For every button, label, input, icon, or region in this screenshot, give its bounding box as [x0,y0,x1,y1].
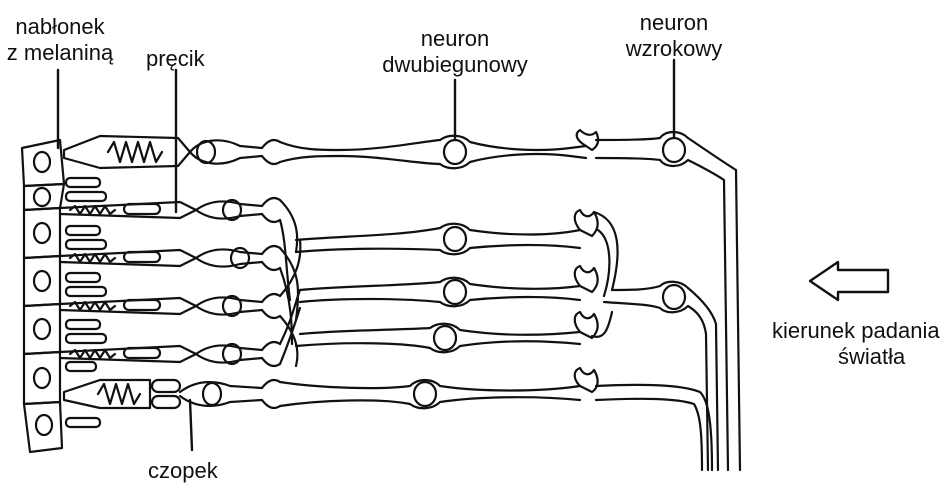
synapse-lines [278,198,302,368]
label-bipolar-neuron: neuron dwubiegunowy [360,26,550,78]
label-bipolar-neuron-line1: neuron [420,26,490,51]
ganglion-synapses [573,128,619,394]
light-direction-arrow-icon [808,260,890,302]
label-optic-neuron: neuron wzrokowy [604,10,744,62]
rod-cells [58,196,282,368]
cone-cell-top [62,134,282,170]
label-bipolar-neuron-line2: dwubiegunowy [382,52,528,77]
label-pigment-epithelium-line2: z melaniną [6,40,114,65]
pigment-epithelium [20,138,108,454]
label-light-direction-line1: kierunek padania [772,318,940,343]
label-cone: czopek [148,458,218,483]
label-light-direction: kierunek padania światła [772,318,940,370]
label-light-direction-line2: światła [838,344,906,369]
label-optic-neuron-line2: wzrokowy [625,36,723,61]
label-rod: pręcik [146,46,205,71]
label-pigment-epithelium: nabłonek z melaniną [0,14,120,66]
cone-cell-bottom [62,378,282,410]
label-pigment-epithelium-line1: nabłonek [15,14,105,39]
bipolar-neurons [278,134,588,410]
ganglion-neurons [594,130,742,472]
label-leaders [56,58,676,452]
label-optic-neuron-line1: neuron [639,10,709,35]
